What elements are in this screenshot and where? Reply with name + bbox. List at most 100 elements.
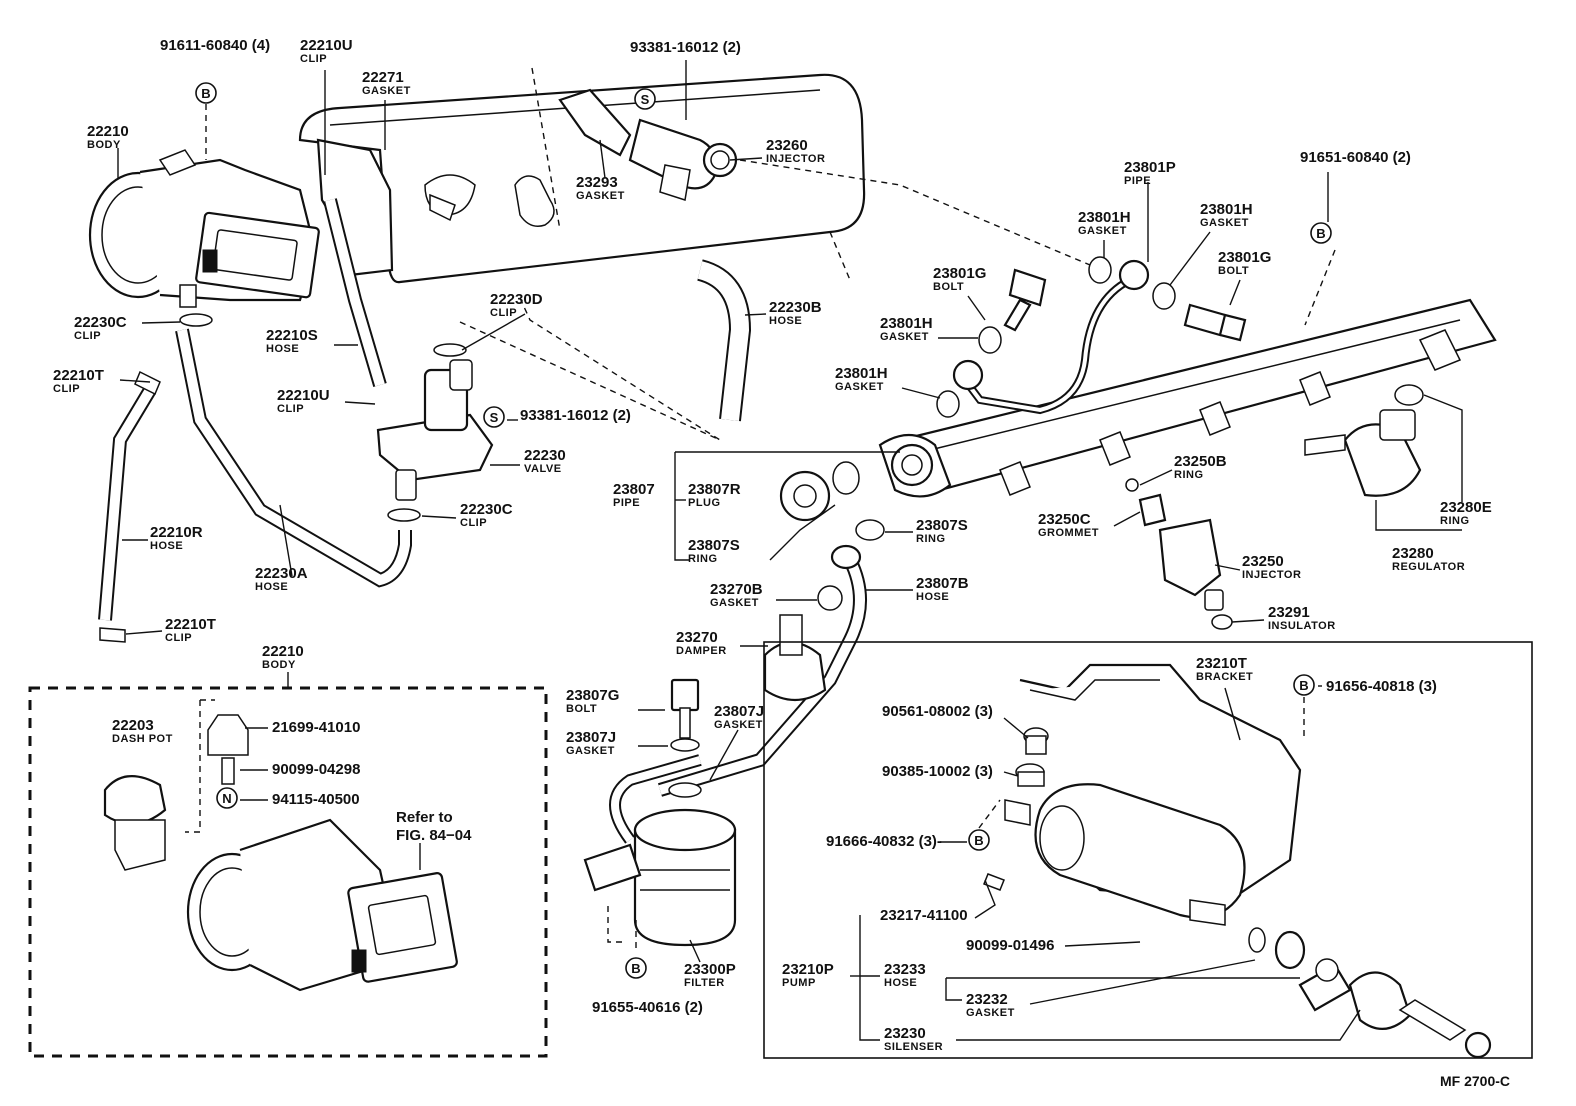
- part-name-label: GASKET: [966, 1007, 1015, 1019]
- part-name-label: HOSE: [255, 581, 288, 593]
- part-name-label: HOSE: [266, 343, 299, 355]
- part-number-label: 23807B: [916, 575, 969, 592]
- part-number-label: 22203: [112, 717, 154, 734]
- callout-layer: 91611-60840 (4)22210UCLIP22271GASKET2221…: [53, 37, 1492, 1053]
- part-number-label: 91656-40818 (3): [1326, 678, 1437, 695]
- part-number-label: 91611-60840 (4): [160, 37, 270, 54]
- part-number-label: 22230A: [255, 565, 308, 582]
- part-name-label: PLUG: [688, 497, 721, 509]
- part-number-label: 94115-40500: [272, 791, 360, 808]
- svg-text:B: B: [974, 833, 983, 848]
- part-number-label: 22210S: [266, 327, 318, 344]
- part-number-label: 90561-08002 (3): [882, 703, 993, 720]
- part-name-label: INJECTOR: [1242, 569, 1301, 581]
- part-number-label: 23801G: [1218, 249, 1271, 266]
- part-number-label: 23801H: [835, 365, 888, 382]
- part-number-label: 22210: [262, 643, 304, 660]
- part-name-label: GASKET: [1078, 225, 1127, 237]
- fuel-filter-23300P: [583, 678, 737, 947]
- part-number-label: 22210T: [165, 616, 216, 633]
- part-number-label: 91651-60840 (2): [1300, 149, 1411, 166]
- part-name-label: GASKET: [710, 597, 759, 609]
- figure-code: MF 2700-C: [1440, 1073, 1510, 1089]
- refer-note-line2: FIG. 84−04: [396, 827, 472, 844]
- refer-note-line1: Refer to: [396, 809, 453, 826]
- bolt-23801G-a: [1003, 268, 1047, 332]
- part-number-label: 90099-01496: [966, 937, 1054, 954]
- part-name-label: GASKET: [566, 745, 615, 757]
- part-number-label: 23250C: [1038, 511, 1091, 528]
- part-name-label: CLIP: [165, 632, 192, 644]
- injector-23250: [1125, 478, 1233, 630]
- part-name-label: DASH POT: [112, 733, 173, 745]
- svg-text:N: N: [222, 791, 231, 806]
- circled-marker-b: B: [1293, 674, 1315, 696]
- banjo-23801P-top: [1118, 259, 1150, 291]
- clip-22230C-bottom: [387, 508, 421, 522]
- fuel-pump-assembly: [983, 663, 1492, 1059]
- part-name-label: BODY: [87, 139, 121, 151]
- part-name-label: GASKET: [576, 190, 625, 202]
- part-number-label: 23217-41100: [880, 907, 968, 924]
- circled-marker-b: B: [1310, 222, 1332, 244]
- part-name-label: HOSE: [884, 977, 917, 989]
- part-number-label: 93381-16012 (2): [520, 407, 631, 424]
- part-name-label: GASKET: [714, 719, 763, 731]
- part-number-label: 23801G: [933, 265, 986, 282]
- svg-text:S: S: [490, 410, 499, 425]
- gasket-23801H-a: [1088, 256, 1112, 284]
- part-number-label: 23801H: [1078, 209, 1131, 226]
- part-name-label: GASKET: [1200, 217, 1249, 229]
- part-number-label: 23232: [966, 991, 1008, 1008]
- part-name-label: GROMMET: [1038, 527, 1099, 539]
- gasket-23801H-c: [978, 326, 1002, 354]
- circled-marker-s: S: [483, 406, 505, 428]
- inset-throttle-body: [103, 714, 458, 992]
- part-name-label: INSULATOR: [1268, 620, 1336, 632]
- part-name-label: VALVE: [524, 463, 562, 475]
- part-number-label: 91655-40616 (2): [592, 999, 703, 1016]
- ring-23807S-b: [855, 519, 885, 541]
- svg-text:B: B: [1299, 678, 1308, 693]
- svg-text:B: B: [631, 961, 640, 976]
- air-valve-22230: [376, 359, 494, 501]
- part-number-label: 23807J: [714, 703, 764, 720]
- part-number-label: 23230: [884, 1025, 926, 1042]
- part-name-label: CLIP: [277, 403, 304, 415]
- circled-marker-n: N: [216, 787, 238, 809]
- pressure-regulator-23280: [1304, 384, 1424, 497]
- circled-marker-b: B: [625, 957, 647, 979]
- svg-text:B: B: [1316, 226, 1325, 241]
- part-number-label: 23801H: [1200, 201, 1253, 218]
- part-number-label: 23300P: [684, 961, 736, 978]
- gasket-23801H-b: [1152, 282, 1176, 310]
- part-number-label: 22230: [524, 447, 566, 464]
- part-name-label: GASKET: [835, 381, 884, 393]
- part-name-label: BOLT: [1218, 265, 1249, 277]
- circled-marker-s: S: [634, 88, 656, 110]
- part-name-label: CLIP: [74, 330, 101, 342]
- part-name-label: CLIP: [460, 517, 487, 529]
- gasket-23293: [514, 175, 555, 227]
- part-number-label: 90099-04298: [272, 761, 360, 778]
- part-number-label: 23233: [884, 961, 926, 978]
- part-number-label: 22230B: [769, 299, 822, 316]
- part-number-label: 23291: [1268, 604, 1310, 621]
- part-number-label: 22210U: [277, 387, 330, 404]
- part-name-label: CLIP: [490, 307, 517, 319]
- part-number-label: 22271: [362, 69, 404, 86]
- part-name-label: GASKET: [362, 85, 411, 97]
- clip-22210T-bottom: [99, 627, 126, 643]
- part-name-label: CLIP: [53, 383, 80, 395]
- part-name-label: RING: [688, 553, 718, 565]
- pulsation-damper-23270: [763, 585, 843, 701]
- part-number-label: 23807S: [688, 537, 740, 554]
- part-name-label: BRACKET: [1196, 671, 1253, 683]
- part-number-label: 23807G: [566, 687, 619, 704]
- part-name-label: REGULATOR: [1392, 561, 1465, 573]
- gasket-23801H-d: [936, 390, 960, 418]
- circled-marker-b: B: [968, 829, 990, 851]
- part-number-label: 93381-16012 (2): [630, 39, 741, 56]
